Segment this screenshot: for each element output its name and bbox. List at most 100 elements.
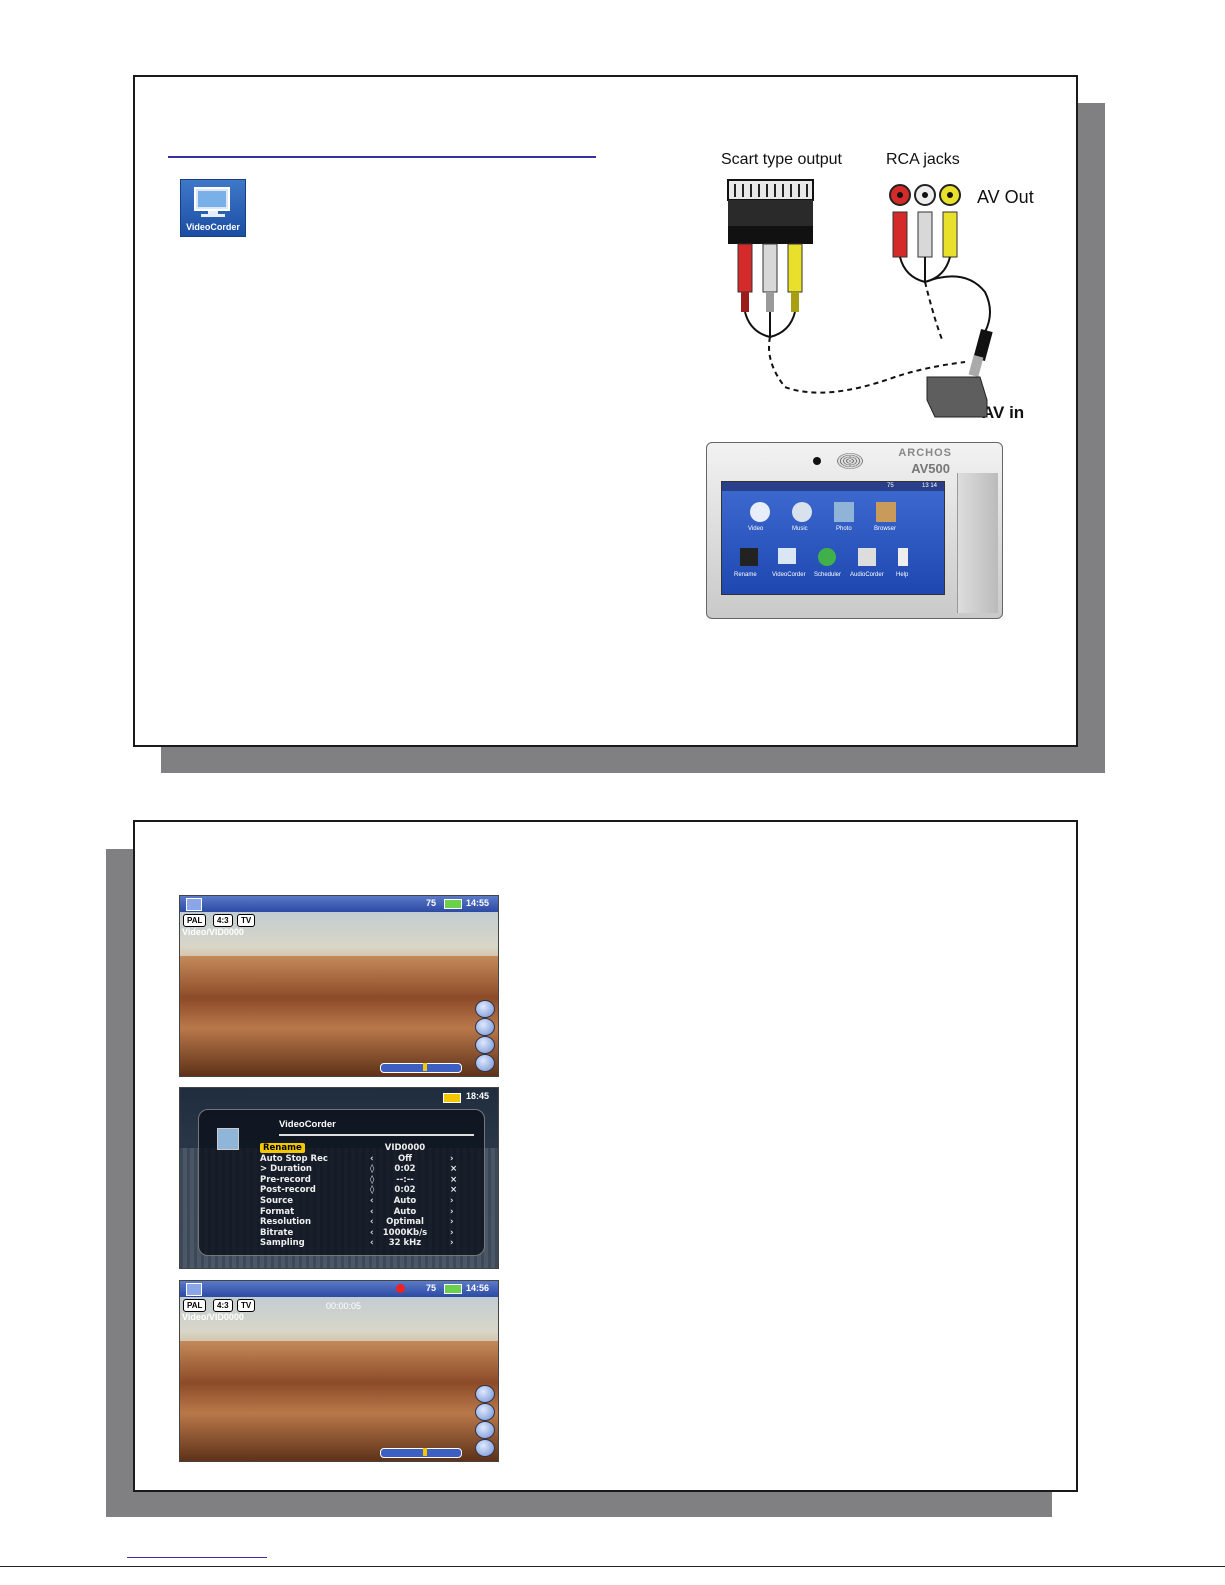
help-app-icon	[898, 548, 908, 566]
settings-row[interactable]: Pre-record◊--:--×	[260, 1175, 465, 1185]
settings-row-value: 32 kHz	[388, 1238, 422, 1249]
settings-row-label: Resolution	[260, 1217, 312, 1228]
settings-row-value: Optimal	[386, 1217, 424, 1228]
device-brand: ARCHOS	[898, 447, 952, 459]
battery-icon	[444, 1284, 462, 1294]
settings-row[interactable]: Bitrate ‹ 1000Kb/s ›	[260, 1228, 465, 1238]
speaker-icon[interactable]	[475, 1018, 495, 1036]
settings-row[interactable]: > Duration ◊ 0:02 ×	[260, 1164, 465, 1174]
stop-icon[interactable]	[475, 1439, 495, 1457]
device-app-label: Rename	[734, 572, 757, 578]
settings-icon[interactable]	[475, 1385, 495, 1403]
settings-decrease-arrow[interactable]: ◊	[370, 1174, 375, 1185]
settings-decrease-arrow[interactable]: ‹	[370, 1238, 374, 1249]
settings-decrease-arrow[interactable]: ‹	[370, 1196, 374, 1206]
settings-row[interactable]: Resolution ‹ Optimal ›	[260, 1217, 465, 1227]
tv-badge: TV	[237, 1299, 256, 1312]
tv-badge: TV	[237, 914, 256, 927]
av-in-label: AV in	[982, 403, 1025, 422]
settings-row-value: 0:02	[394, 1164, 416, 1175]
settings-decrease-arrow[interactable]: ‹	[370, 1153, 374, 1164]
slider-thumb[interactable]	[423, 1063, 427, 1071]
settings-row-value: Auto	[393, 1206, 417, 1217]
settings-increase-arrow[interactable]: ×	[450, 1185, 458, 1196]
clock-icon[interactable]	[475, 1036, 495, 1054]
settings-row-label: Auto Stop Rec	[260, 1153, 328, 1164]
settings-decrease-arrow[interactable]: ‹	[370, 1217, 374, 1228]
settings-row-label: > Duration	[260, 1164, 312, 1175]
recording-timer: 00:00:05	[326, 1301, 362, 1311]
speaker-icon[interactable]	[475, 1403, 495, 1421]
settings-increase-arrow[interactable]: ›	[450, 1206, 454, 1217]
settings-increase-arrow[interactable]: ×	[450, 1174, 458, 1185]
aspect-badge: 4:3	[213, 914, 233, 927]
top-panel: VideoCorder Scart type output RCA jacks …	[133, 75, 1078, 747]
record-indicator-icon	[396, 1284, 405, 1293]
settings-row-value: --:--	[396, 1174, 414, 1185]
menu-icon[interactable]	[186, 898, 202, 911]
footer-link-underline	[127, 1557, 267, 1558]
settings-decrease-arrow[interactable]: ◊	[370, 1185, 375, 1196]
device-app-label: AudioCorder	[850, 572, 884, 578]
settings-decrease-arrow[interactable]: ‹	[370, 1206, 374, 1217]
battery-icon	[444, 899, 462, 909]
settings-icon[interactable]	[475, 1000, 495, 1018]
pal-badge: PAL	[183, 914, 207, 927]
statusbar: 75 14:56	[180, 1281, 498, 1297]
menu-icon[interactable]	[186, 1283, 202, 1296]
dialog-title: VideoCorder	[279, 1119, 336, 1130]
videocorder-icon[interactable]: VideoCorder	[180, 179, 246, 237]
rename-app-icon	[740, 548, 758, 566]
settings-increase-arrow[interactable]: ›	[450, 1227, 454, 1238]
filename: Video/VID0000	[182, 927, 244, 937]
progress-slider[interactable]	[380, 1063, 462, 1073]
settings-row-value: Off	[397, 1153, 413, 1164]
photo-app-icon	[834, 502, 854, 522]
settings-row-label: Source	[260, 1196, 294, 1206]
volume-value: 75	[426, 898, 437, 908]
av-out-label: AV Out	[977, 187, 1034, 207]
settings-increase-arrow[interactable]: ›	[450, 1238, 454, 1249]
settings-decrease-arrow[interactable]: ‹	[370, 1227, 374, 1238]
settings-row-value: Auto	[393, 1196, 417, 1206]
scart-output-label: Scart type output	[721, 151, 842, 168]
settings-row-value: 1000Kb/s	[382, 1227, 428, 1238]
settings-increase-arrow[interactable]: ›	[450, 1196, 454, 1206]
settings-row[interactable]: Auto Stop Rec ‹ Off ›	[260, 1154, 465, 1164]
pause-icon[interactable]	[475, 1421, 495, 1439]
progress-slider[interactable]	[380, 1448, 462, 1458]
device-app-label: Scheduler	[814, 572, 842, 578]
record-icon[interactable]	[475, 1054, 495, 1072]
settings-increase-arrow[interactable]: ×	[450, 1164, 458, 1175]
device-model: AV500	[911, 461, 950, 476]
clock: 14:55	[466, 898, 490, 908]
settings-row-label: Rename	[260, 1143, 305, 1153]
device-menu-row2: Rename VideoCorder Scheduler AudioCorder…	[734, 548, 934, 588]
settings-row[interactable]: Post-record◊0:02×	[260, 1185, 465, 1195]
videocorder-settings-icon	[217, 1128, 239, 1150]
statusbar: 75 14:55	[180, 896, 498, 912]
settings-row-label: Bitrate	[260, 1227, 294, 1238]
settings-row[interactable]: Format ‹ Auto ›	[260, 1207, 465, 1217]
device-screen-statusbar: 75 13 14	[722, 482, 944, 491]
device-app-label: Photo	[836, 526, 852, 532]
device-app-label: Browser	[874, 526, 897, 532]
settings-increase-arrow[interactable]: ›	[450, 1153, 454, 1164]
slider-thumb[interactable]	[423, 1448, 427, 1456]
settings-row[interactable]: Source ‹ Auto ›	[260, 1196, 465, 1206]
settings-row-label: Post-record	[260, 1185, 316, 1196]
device-volume: 75	[887, 483, 894, 489]
footer-rule	[0, 1566, 1225, 1567]
settings-decrease-arrow[interactable]: ◊	[370, 1164, 375, 1175]
settings-row-label: Sampling	[260, 1238, 305, 1249]
settings-increase-arrow[interactable]: ›	[450, 1217, 454, 1228]
clock: 18:45	[466, 1091, 490, 1101]
settings-row[interactable]: Sampling ‹ 32 kHz ›	[260, 1238, 465, 1248]
volume-value: 75	[426, 1283, 437, 1293]
device-menu-row1: Video Music Photo Browser	[740, 502, 930, 538]
device-app-label: VideoCorder	[772, 572, 806, 578]
title-divider	[279, 1134, 474, 1136]
settings-row-label: Format	[260, 1206, 295, 1217]
